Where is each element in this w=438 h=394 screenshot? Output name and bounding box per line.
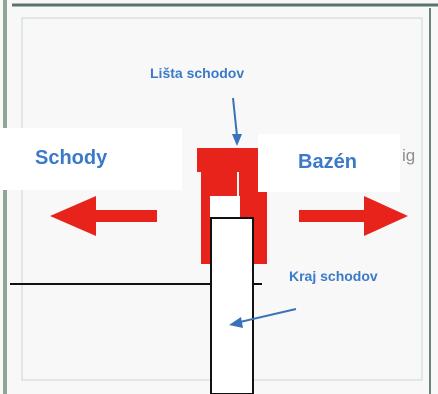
- stairs-label-box: [0, 128, 182, 190]
- arrow-right-icon: [299, 196, 408, 236]
- stair-strip-label: Lišta schodov: [150, 65, 245, 81]
- arrow-left-icon: [50, 196, 157, 236]
- stair-strip-callout-arrow: [232, 97, 242, 146]
- stairs-label: Schody: [35, 147, 108, 169]
- stair-edge-callout-arrow: [229, 308, 297, 328]
- stair-strip-cap: [197, 148, 265, 172]
- stair-edge-outline: [210, 217, 254, 394]
- pool-label-box: [258, 134, 400, 192]
- stair-edge-label: Kraj schodov: [289, 268, 378, 284]
- background-text-fragment: ig: [402, 146, 416, 165]
- pool-label: Bazén: [298, 151, 357, 173]
